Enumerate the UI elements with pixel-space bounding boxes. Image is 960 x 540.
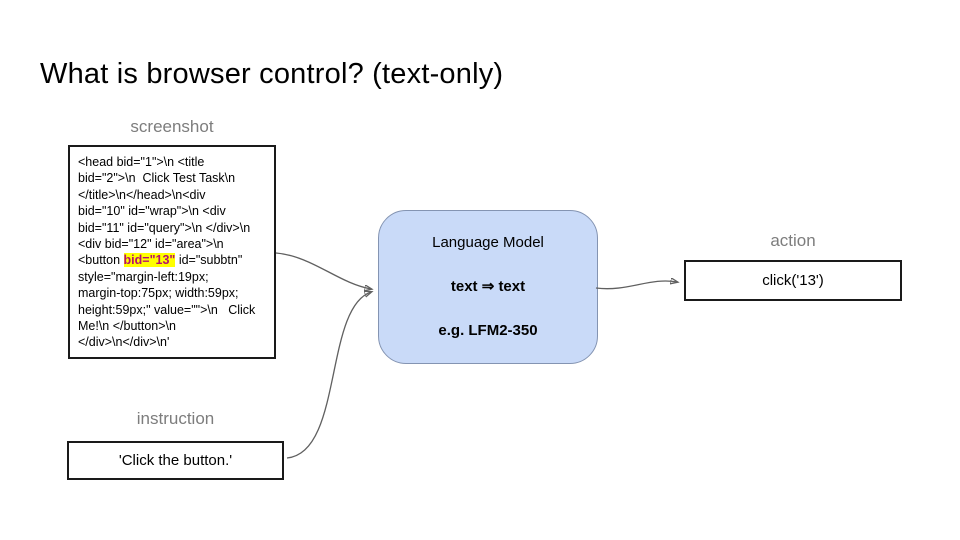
model-example: e.g. LFM2-350 <box>438 322 538 339</box>
instruction-label: instruction <box>136 409 215 428</box>
code-line: <head bid="1">\n <title <box>78 155 205 169</box>
code-line: style="margin-left:19px; <box>78 269 209 284</box>
model-io-mapping: text ⇒ text <box>450 278 526 295</box>
code-line: </div>\n</div>\n' <box>78 335 170 350</box>
dom-code-block: <head bid="1">\n <title bid="2">\n Click… <box>78 154 268 351</box>
code-line: <div bid="12" id="area">\n <box>78 237 224 252</box>
screenshot-label: screenshot <box>130 117 214 136</box>
screenshot-box: <head bid="1">\n <title bid="2">\n Click… <box>68 145 276 359</box>
arrow-model-to-action <box>595 281 677 290</box>
action-text: click('13') <box>762 272 824 289</box>
code-line: bid="10" id="wrap">\n <div <box>78 204 226 219</box>
language-model-box: Language Model text ⇒ text e.g. LFM2-350 <box>378 210 598 364</box>
arrow-screenshot-to-model <box>275 252 371 289</box>
code-line: bid="2">\n Click Test Task\n <box>78 171 236 186</box>
code-line: </title>\n</head>\n<div <box>78 187 206 202</box>
code-line: height:59px;" value="">\n Click <box>78 302 256 317</box>
code-line: bid="11" id="query">\n </div>\n <box>78 220 251 235</box>
code-line: margin-top:75px; width:59px; <box>78 286 239 301</box>
instruction-box: 'Click the button.' <box>67 441 284 480</box>
instruction-text: 'Click the button.' <box>118 452 233 469</box>
model-title: Language Model <box>432 234 544 251</box>
action-label: action <box>770 231 816 250</box>
action-box: click('13') <box>684 260 902 301</box>
code-line: Me!\n </button>\n <box>78 319 176 334</box>
arrow-instruction-to-model <box>286 292 371 459</box>
slide-title: What is browser control? (text-only) <box>40 58 504 90</box>
code-line-highlighted: <button bid="13" id="subbtn" <box>78 252 268 268</box>
code-text: <button <box>78 253 124 268</box>
code-text: id="subbtn" <box>175 253 243 268</box>
bid-highlight: bid="13" <box>123 253 176 268</box>
